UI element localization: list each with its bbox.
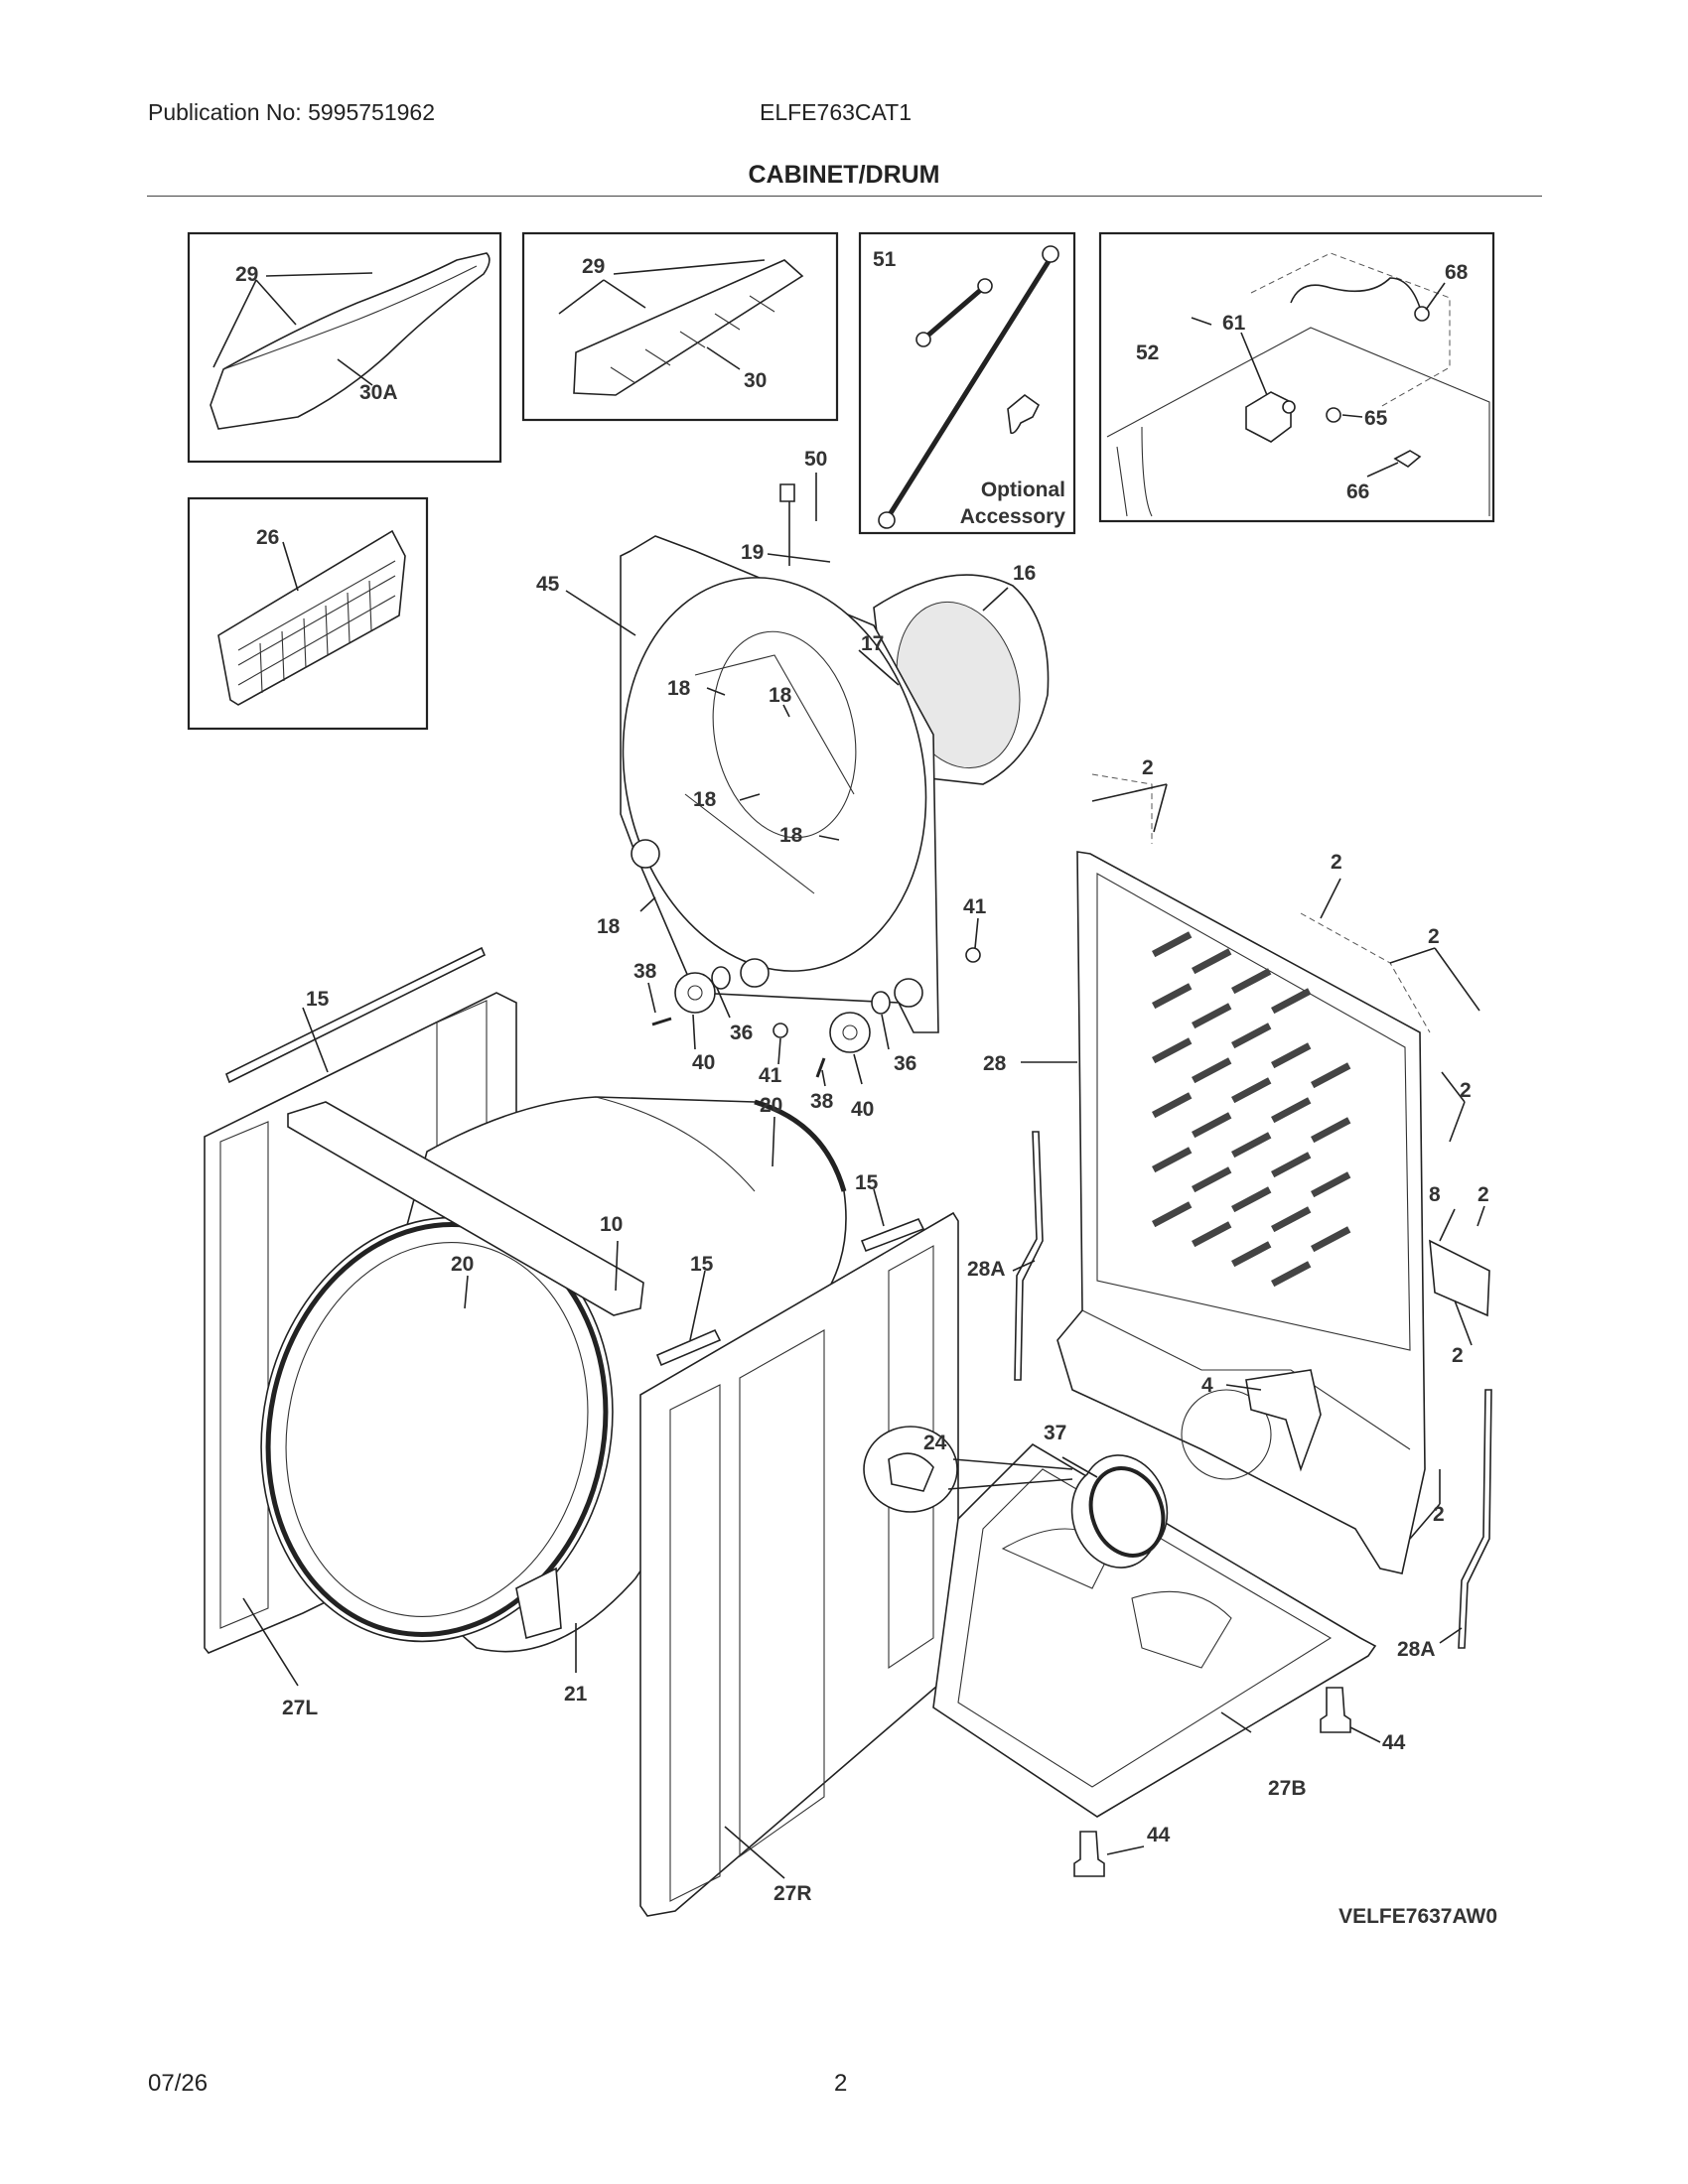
callout-51: 51 bbox=[873, 248, 897, 271]
optional-line-2: Accessory bbox=[960, 505, 1066, 528]
callout-61: 61 bbox=[1222, 312, 1246, 335]
callout-20: 20 bbox=[451, 1253, 474, 1276]
callout-20: 20 bbox=[760, 1094, 782, 1117]
callout-38: 38 bbox=[633, 960, 657, 983]
vent-bracket-4 bbox=[1245, 1369, 1322, 1472]
callout-41: 41 bbox=[759, 1064, 782, 1087]
strap-28a-left bbox=[1014, 1131, 1044, 1381]
callout-15: 15 bbox=[306, 988, 330, 1011]
callout-50: 50 bbox=[804, 448, 827, 471]
callout-41: 41 bbox=[963, 895, 987, 918]
y-connector bbox=[1007, 393, 1041, 435]
callout-24: 24 bbox=[923, 1432, 947, 1454]
callout-2: 2 bbox=[1428, 925, 1440, 948]
rear-panel-28 bbox=[1056, 851, 1426, 1574]
callout-40: 40 bbox=[851, 1098, 874, 1121]
terminal-cover-8 bbox=[1429, 1239, 1490, 1317]
callout-18: 18 bbox=[779, 824, 803, 847]
trim-strip-15-left bbox=[224, 946, 487, 1084]
drum-baffle bbox=[515, 1567, 562, 1640]
inset-lint-filter: 26 bbox=[187, 496, 429, 731]
callout-27l: 27L bbox=[282, 1697, 318, 1719]
callout-4: 4 bbox=[1201, 1374, 1213, 1397]
callout-16: 16 bbox=[1013, 562, 1036, 585]
trim-strip-15-right bbox=[860, 1217, 925, 1253]
callout-18: 18 bbox=[597, 915, 621, 938]
inset-frame bbox=[521, 231, 839, 422]
callout-30a: 30A bbox=[359, 381, 398, 404]
callout-30: 30 bbox=[744, 369, 767, 392]
inset-water-valve: 68 61 52 65 66 bbox=[1098, 231, 1495, 523]
callout-15: 15 bbox=[855, 1171, 879, 1194]
callout-19: 19 bbox=[741, 541, 764, 564]
callout-36: 36 bbox=[894, 1052, 916, 1075]
crossbar-10 bbox=[287, 1101, 644, 1316]
callout-45: 45 bbox=[536, 573, 560, 596]
callout-2: 2 bbox=[1460, 1079, 1472, 1102]
rear-panel-assembly: 2 2 2 2 2 2 2 8 28 28A 28A 4 bbox=[967, 756, 1492, 1661]
callout-2: 2 bbox=[1142, 756, 1154, 779]
callout-44: 44 bbox=[1382, 1731, 1406, 1754]
callout-38: 38 bbox=[810, 1090, 834, 1113]
callout-8: 8 bbox=[1429, 1183, 1441, 1206]
callout-29: 29 bbox=[582, 255, 605, 278]
callout-27r: 27R bbox=[774, 1882, 812, 1905]
optional-line-1: Optional bbox=[981, 478, 1065, 501]
callout-15: 15 bbox=[690, 1253, 714, 1276]
footer-date: 07/26 bbox=[148, 2070, 209, 2097]
callout-18: 18 bbox=[693, 788, 717, 811]
callout-18: 18 bbox=[667, 677, 691, 700]
inset-frame bbox=[187, 231, 502, 464]
louver-slots bbox=[1151, 931, 1351, 1288]
publication-number: Publication No: 5995751962 bbox=[148, 99, 436, 125]
header-rule bbox=[147, 196, 1542, 197]
callout-44: 44 bbox=[1147, 1824, 1171, 1846]
callout-2: 2 bbox=[1433, 1503, 1445, 1526]
callout-2: 2 bbox=[1452, 1344, 1464, 1367]
bulkhead-hardware: 38 36 40 41 38 40 36 41 bbox=[633, 895, 987, 1121]
callout-28a: 28A bbox=[967, 1258, 1006, 1281]
callout-2: 2 bbox=[1477, 1183, 1489, 1206]
callout-40: 40 bbox=[692, 1051, 715, 1074]
callout-37: 37 bbox=[1044, 1422, 1066, 1444]
inset-vent-grille: 29 30 bbox=[521, 231, 839, 422]
inset-optional-accessory: 51 Optional Accessory bbox=[858, 231, 1076, 535]
leveling-leg-44-right bbox=[1320, 1687, 1351, 1733]
callout-27b: 27B bbox=[1268, 1777, 1307, 1800]
footer-page-number: 2 bbox=[834, 2070, 848, 2097]
lint-filter-26 bbox=[217, 529, 406, 706]
leveling-leg-44-left bbox=[1073, 1831, 1105, 1877]
callout-10: 10 bbox=[600, 1213, 623, 1236]
inset-frame bbox=[187, 496, 429, 731]
diagram-code: VELFE7637AW0 bbox=[1338, 1905, 1497, 1928]
page-title: CABINET/DRUM bbox=[748, 161, 940, 189]
callout-52: 52 bbox=[1136, 341, 1159, 364]
strap-28a-right bbox=[1458, 1389, 1492, 1649]
callout-29: 29 bbox=[235, 263, 258, 286]
drum-assembly: 20 20 10 21 bbox=[260, 1094, 847, 1706]
callout-65: 65 bbox=[1364, 407, 1388, 430]
callout-28a: 28A bbox=[1397, 1638, 1436, 1661]
callout-28: 28 bbox=[983, 1052, 1007, 1075]
callout-68: 68 bbox=[1445, 261, 1469, 284]
callout-2: 2 bbox=[1331, 851, 1342, 874]
trim-strip-15-center bbox=[655, 1328, 722, 1367]
vent-grille-30 bbox=[573, 259, 804, 396]
callout-18: 18 bbox=[769, 684, 792, 707]
right-side-panel-assembly: 15 15 27R bbox=[639, 1171, 959, 1917]
rear-bulkhead-assembly: 50 19 16 45 17 18 18 18 18 18 bbox=[536, 448, 1050, 1033]
callout-17: 17 bbox=[861, 632, 884, 655]
inset-top-vent-cover: 29 30A bbox=[187, 231, 502, 464]
top-vent-cover-30a bbox=[210, 252, 491, 430]
callout-26: 26 bbox=[256, 526, 279, 549]
model-number: ELFE763CAT1 bbox=[760, 99, 912, 125]
water-valve-61 bbox=[1245, 391, 1292, 443]
callout-66: 66 bbox=[1346, 480, 1369, 503]
callout-21: 21 bbox=[564, 1683, 588, 1706]
base-assembly: 24 37 27B 44 44 bbox=[863, 1422, 1406, 1877]
callout-36: 36 bbox=[730, 1022, 753, 1044]
inset-frame bbox=[1098, 231, 1495, 523]
inset-frame bbox=[858, 231, 1076, 535]
